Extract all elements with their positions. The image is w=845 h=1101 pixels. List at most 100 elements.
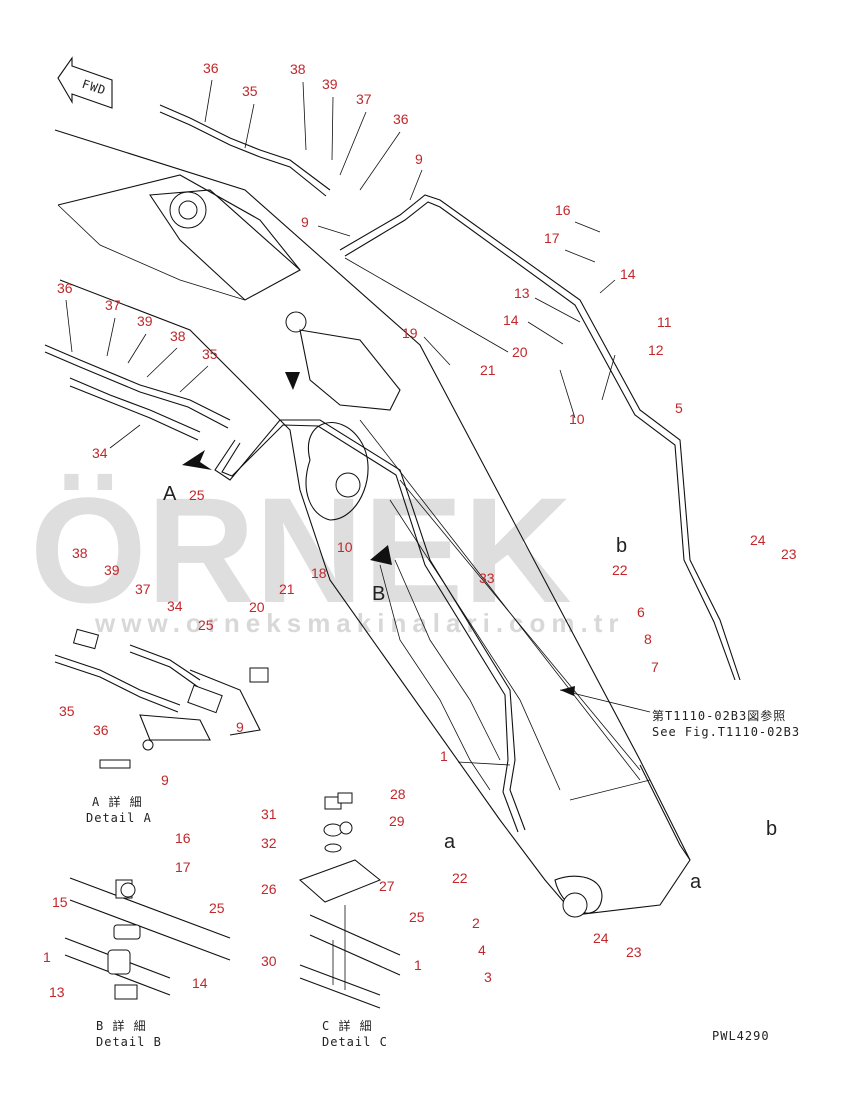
part-labels: 36 35 38 39 37 36 9 9 16 17 14 13 11 14 … (43, 60, 797, 1000)
part-label: 18 (311, 565, 327, 581)
part-label: 39 (104, 562, 120, 578)
part-label: 38 (72, 545, 88, 561)
part-label: 37 (356, 91, 372, 107)
part-label: 38 (170, 328, 186, 344)
part-label: 9 (236, 719, 244, 735)
part-label: 35 (202, 346, 218, 362)
part-label: 23 (781, 546, 797, 562)
part-label: 13 (49, 984, 65, 1000)
detail-a-title-en: Detail A (86, 811, 152, 825)
detail-a: A 詳 細 Detail A (54, 628, 269, 825)
view-a-small-2: a (690, 871, 702, 893)
part-label: 15 (52, 894, 68, 910)
part-label: 14 (620, 266, 636, 282)
fwd-arrow-icon: FWD (57, 56, 113, 109)
part-label: 33 (479, 570, 495, 586)
view-a-label: A (163, 483, 177, 505)
part-label: 38 (290, 61, 306, 77)
part-label: 21 (480, 362, 496, 378)
part-label: 24 (750, 532, 766, 548)
part-label: 36 (393, 111, 409, 127)
part-label: 19 (402, 325, 418, 341)
part-label: 24 (593, 930, 609, 946)
view-arrows: A B b b a a (163, 372, 777, 893)
part-label: 25 (209, 900, 225, 916)
part-label: 37 (135, 581, 151, 597)
view-a-small-1: a (444, 831, 456, 853)
part-label: 20 (512, 344, 528, 360)
part-label: 34 (167, 598, 183, 614)
detail-c: C 詳 細 Detail C (299, 792, 401, 1049)
part-label: 26 (261, 881, 277, 897)
reference-en: See Fig.T1110-02B3 (652, 725, 800, 739)
part-label: 16 (175, 830, 191, 846)
part-label: 14 (192, 975, 208, 991)
view-b-small-2: b (766, 818, 777, 840)
view-b-small-1: b (616, 535, 627, 557)
part-label: 1 (440, 748, 448, 764)
view-b-label: B (372, 583, 385, 605)
part-label: 4 (478, 942, 486, 958)
part-label: 1 (43, 949, 51, 965)
part-label: 35 (59, 703, 75, 719)
part-label: 36 (203, 60, 219, 76)
part-label: 13 (514, 285, 530, 301)
part-label: 17 (175, 859, 191, 875)
detail-b-title-en: Detail B (96, 1035, 162, 1049)
part-label: 6 (637, 604, 645, 620)
part-label: 10 (337, 539, 353, 555)
part-label: 1 (414, 957, 422, 973)
part-label: 35 (242, 83, 258, 99)
part-label: 25 (409, 909, 425, 925)
detail-a-title-jp: A 詳 細 (92, 794, 143, 809)
part-label: 21 (279, 581, 295, 597)
part-label: 36 (57, 280, 73, 296)
detail-c-title-jp: C 詳 細 (322, 1018, 373, 1033)
part-label: 7 (651, 659, 659, 675)
boom-assembly (54, 129, 691, 918)
leader-lines (65, 79, 651, 766)
drawing-code: PWL4290 (712, 1029, 770, 1043)
fwd-label: FWD (80, 77, 108, 98)
part-label: 2 (472, 915, 480, 931)
part-label: 22 (452, 870, 468, 886)
part-label: 30 (261, 953, 277, 969)
part-label: 25 (189, 487, 205, 503)
view-b-arrow-icon (370, 545, 392, 565)
part-label: 39 (137, 313, 153, 329)
part-label: 39 (322, 76, 338, 92)
reference-note: 第T1110-02B3図参照 See Fig.T1110-02B3 PWL429… (652, 708, 800, 1043)
part-label: 14 (503, 312, 519, 328)
part-label: 25 (198, 617, 214, 633)
part-label: 8 (644, 631, 652, 647)
part-label: 16 (555, 202, 571, 218)
part-label: 10 (569, 411, 585, 427)
part-label: 37 (105, 297, 121, 313)
part-label: 29 (389, 813, 405, 829)
part-label: 17 (544, 230, 560, 246)
part-label: 23 (626, 944, 642, 960)
part-label: 31 (261, 806, 277, 822)
part-label: 27 (379, 878, 395, 894)
part-label: 32 (261, 835, 277, 851)
part-label: 20 (249, 599, 265, 615)
part-label: 5 (675, 400, 683, 416)
detail-c-title-en: Detail C (322, 1035, 388, 1049)
view-a-arrow-icon (182, 450, 212, 470)
hydraulic-lines (44, 104, 741, 833)
detail-b-title-jp: B 詳 細 (96, 1018, 147, 1033)
view-c-arrow-icon (285, 372, 300, 390)
detail-b: B 詳 細 Detail B (64, 877, 231, 1049)
part-label: 34 (92, 445, 108, 461)
part-label: 9 (161, 772, 169, 788)
part-label: 3 (484, 969, 492, 985)
part-label: 36 (93, 722, 109, 738)
part-label: 11 (657, 314, 672, 330)
part-label: 28 (390, 786, 406, 802)
part-label: 9 (301, 214, 309, 230)
watermark-url: www.orneksmakinalari.com.tr (94, 608, 625, 638)
reference-jp: 第T1110-02B3図参照 (652, 708, 786, 723)
watermark: ÖRNEK www.orneksmakinalari.com.tr (30, 466, 625, 638)
